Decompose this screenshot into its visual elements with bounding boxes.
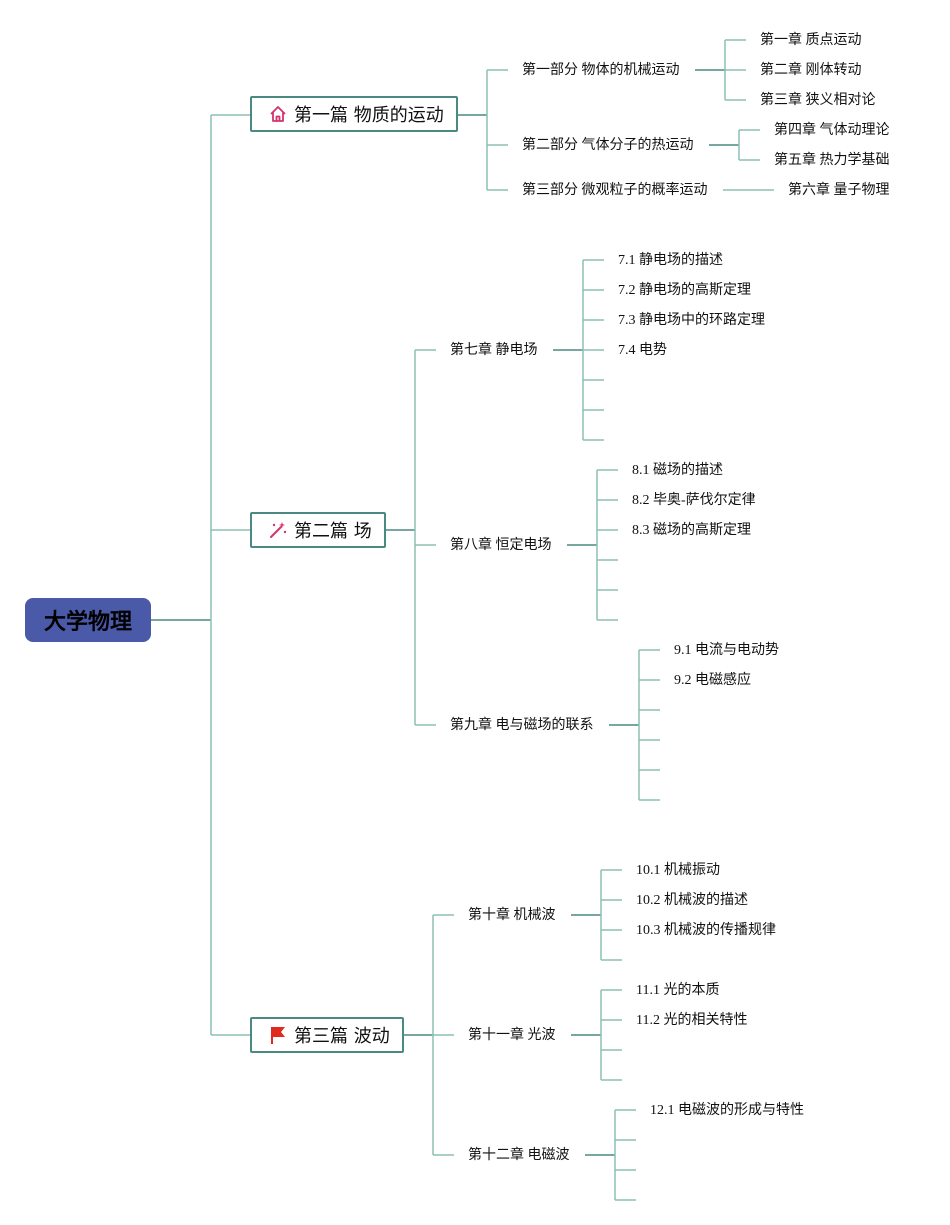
chapter-label[interactable]: 第二章 刚体转动 (760, 63, 862, 78)
chapter-label[interactable]: 第六章 量子物理 (788, 183, 890, 198)
subtopic-label[interactable]: 8.2 毕奥-萨伐尔定律 (632, 493, 756, 508)
subtopic-label[interactable]: 10.1 机械振动 (636, 863, 720, 878)
subtopic-label[interactable]: 7.2 静电场的高斯定理 (618, 283, 751, 298)
part-node-3[interactable]: 第三篇 波动 (250, 1017, 404, 1053)
chapter-label-10[interactable]: 第十章 机械波 (468, 908, 556, 923)
subtopic-label[interactable]: 8.3 磁场的高斯定理 (632, 523, 751, 538)
flag-icon (268, 1025, 288, 1045)
magic-wand-icon (268, 520, 288, 540)
part-label-1: 第一篇 物质的运动 (294, 105, 444, 126)
part-node-2[interactable]: 第二篇 场 (250, 512, 386, 548)
part-label-2: 第二篇 场 (294, 521, 372, 542)
subtopic-label[interactable]: 10.2 机械波的描述 (636, 893, 748, 908)
subtopic-label[interactable]: 9.2 电磁感应 (674, 673, 751, 688)
subtopic-label[interactable]: 9.1 电流与电动势 (674, 643, 779, 658)
section-label-3[interactable]: 第三部分 微观粒子的概率运动 (522, 183, 708, 198)
subtopic-label[interactable]: 7.3 静电场中的环路定理 (618, 313, 765, 328)
subtopic-label[interactable]: 10.3 机械波的传播规律 (636, 923, 776, 938)
chapter-label-9[interactable]: 第九章 电与磁场的联系 (450, 718, 594, 733)
chapter-label-7[interactable]: 第七章 静电场 (450, 343, 538, 358)
chapter-label[interactable]: 第四章 气体动理论 (774, 123, 890, 138)
part-label-3: 第三篇 波动 (294, 1026, 390, 1047)
home-icon (268, 104, 288, 124)
chapter-label[interactable]: 第一章 质点运动 (760, 33, 862, 48)
root-node[interactable]: 大学物理 (25, 598, 151, 642)
part-node-1[interactable]: 第一篇 物质的运动 (250, 96, 458, 132)
chapter-label[interactable]: 第三章 狭义相对论 (760, 93, 876, 108)
subtopic-label[interactable]: 12.1 电磁波的形成与特性 (650, 1103, 804, 1118)
subtopic-label[interactable]: 8.1 磁场的描述 (632, 463, 723, 478)
section-label-1[interactable]: 第一部分 物体的机械运动 (522, 63, 680, 78)
chapter-label-12[interactable]: 第十二章 电磁波 (468, 1148, 570, 1163)
subtopic-label[interactable]: 11.1 光的本质 (636, 983, 720, 998)
chapter-label-11[interactable]: 第十一章 光波 (468, 1028, 556, 1043)
subtopic-label[interactable]: 7.4 电势 (618, 343, 667, 358)
subtopic-label[interactable]: 11.2 光的相关特性 (636, 1013, 748, 1028)
section-label-2[interactable]: 第二部分 气体分子的热运动 (522, 138, 694, 153)
chapter-label-8[interactable]: 第八章 恒定电场 (450, 538, 552, 553)
chapter-label[interactable]: 第五章 热力学基础 (774, 153, 890, 168)
subtopic-label[interactable]: 7.1 静电场的描述 (618, 253, 723, 268)
